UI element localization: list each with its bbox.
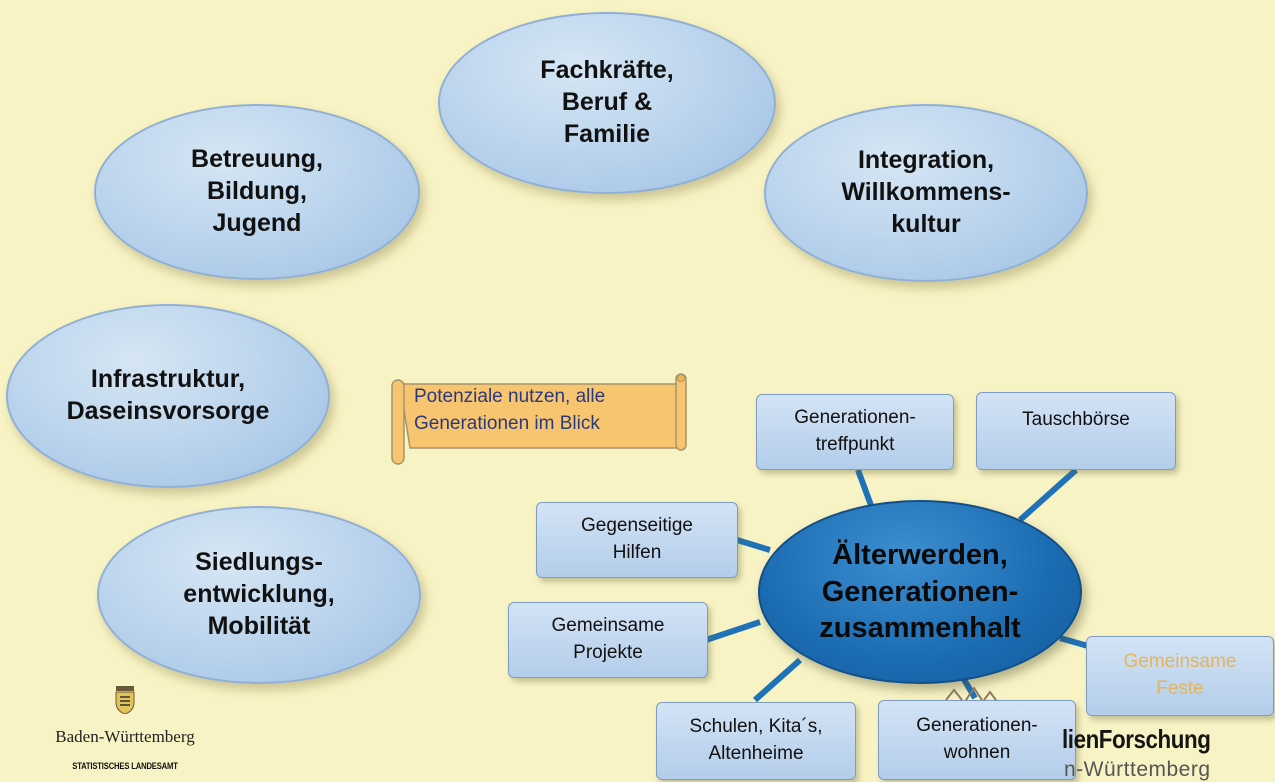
box-schulen-kitas-altenheime: Schulen, Kita´s, Altenheime [656, 702, 856, 780]
connector-feste [1059, 635, 1089, 649]
logo-statistisches-landesamt: Baden-Württemberg STATISTISCHES LANDESAM… [40, 686, 210, 771]
logo-left-name: Baden-Württemberg [55, 727, 195, 746]
center-topic: Älterwerden, Generationen- zusammenhalt [758, 500, 1082, 684]
logo-right-line1: lienForschung [1062, 724, 1211, 754]
box-tauschboerse-label: Tauschbörse [1022, 409, 1130, 430]
connector-projekte [705, 619, 761, 643]
topic-betreuung: Betreuung, Bildung, Jugend [94, 104, 420, 280]
scroll-note-text: Potenziale nutzen, alle Generationen im … [414, 386, 606, 434]
topic-infrastruktur: Infrastruktur, Daseinsvorsorge [6, 304, 330, 488]
box-gemeinsame-projekte: Gemeinsame Projekte [508, 602, 708, 678]
box-generationenwohnen: Generationen- wohnen [878, 700, 1076, 780]
logo-left-subtitle: STATISTISCHES LANDESAMT [72, 761, 178, 771]
coat-of-arms-icon [115, 686, 135, 715]
box-gegenseitige-hilfen: Gegenseitige Hilfen [536, 502, 738, 578]
box-gemeinsame-feste: Gemeinsame Feste [1086, 636, 1274, 716]
logo-right-line2: n-Württemberg [1064, 758, 1211, 781]
topic-fachkraefte: Fachkräfte, Beruf & Familie [438, 12, 776, 194]
topic-siedlung: Siedlungs- entwicklung, Mobilität [97, 506, 421, 684]
scroll-note-shape [391, 373, 687, 465]
connector-schulen [753, 657, 802, 703]
box-tauschboerse: Tauschbörse [976, 392, 1176, 470]
box-generationentreffpunkt: Generationen- treffpunkt [756, 394, 954, 470]
logo-mark-icon [945, 686, 997, 701]
connector-hilfen [736, 537, 771, 553]
connector-treffpunkt [855, 468, 875, 510]
topic-integration: Integration, Willkommens- kultur [764, 104, 1088, 282]
connector-tauschboerse [1018, 467, 1078, 523]
